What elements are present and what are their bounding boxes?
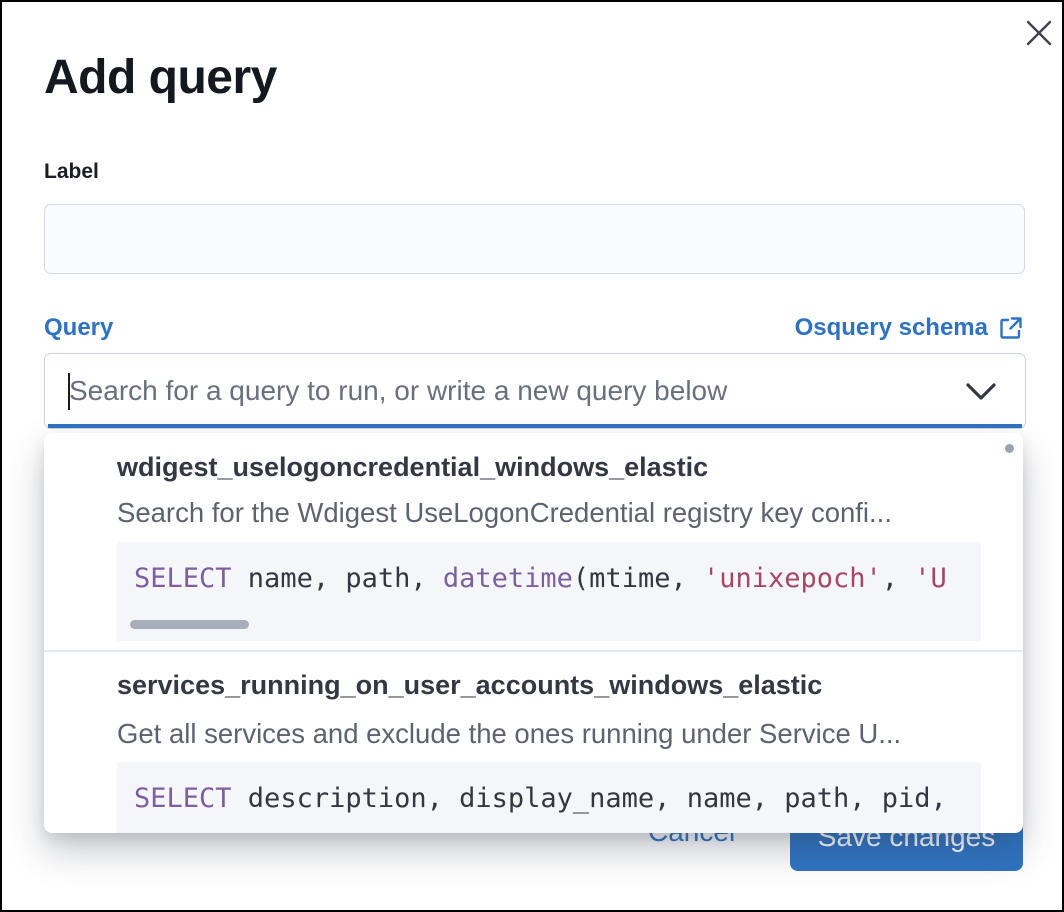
option-description: Get all services and exclude the ones ru… [117, 718, 902, 749]
suggestion-option-2[interactable]: services_running_on_user_accounts_window… [44, 652, 1023, 833]
query-field-label: Query [44, 314, 114, 341]
external-link-icon [1000, 317, 1022, 339]
close-icon [1026, 20, 1052, 46]
modal-title: Add query [44, 51, 277, 104]
label-field-label: Label [44, 160, 99, 183]
options-divider [44, 650, 1023, 652]
chevron-down-icon[interactable] [965, 382, 997, 402]
combobox-focus-underline [48, 424, 1022, 428]
query-combobox-input[interactable] [69, 354, 919, 428]
code-horizontal-scrollbar-thumb[interactable] [130, 620, 249, 629]
dropdown-scrollbar-thumb[interactable] [1005, 444, 1014, 453]
sql-code: SELECT description, display_name, name, … [134, 783, 947, 814]
option-code-block: SELECT name, path, datetime(mtime, 'unix… [117, 542, 981, 641]
option-description: Search for the Wdigest UseLogonCredentia… [117, 497, 892, 528]
close-button[interactable] [1018, 12, 1060, 54]
option-code-block: SELECT description, display_name, name, … [117, 762, 981, 833]
suggestion-option-1[interactable]: wdigest_uselogoncredential_windows_elast… [44, 433, 1023, 650]
label-input[interactable] [44, 204, 1025, 274]
option-title: wdigest_uselogoncredential_windows_elast… [117, 452, 709, 482]
osquery-schema-link-label: Osquery schema [794, 314, 988, 341]
query-combobox [44, 353, 1026, 429]
option-title: services_running_on_user_accounts_window… [117, 670, 823, 700]
sql-code: SELECT name, path, datetime(mtime, 'unix… [134, 563, 947, 594]
osquery-schema-link[interactable]: Osquery schema [795, 314, 1024, 342]
query-suggestions-dropdown: wdigest_uselogoncredential_windows_elast… [44, 433, 1023, 833]
